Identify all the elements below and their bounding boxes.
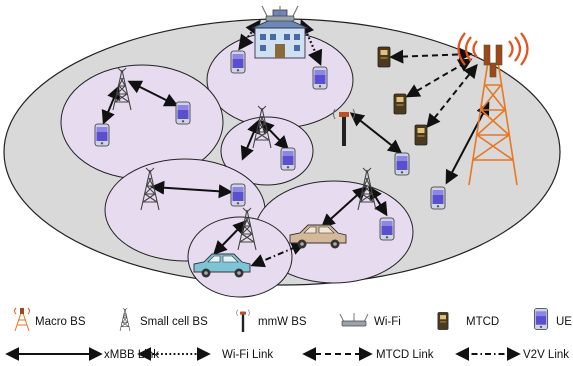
ue-icon	[533, 308, 549, 330]
ue-icon	[230, 183, 246, 207]
legend-macro-bs: Macro BS	[14, 307, 86, 332]
xmbb-links	[101, 80, 490, 256]
mtcd-icon	[414, 124, 428, 146]
legend-label: V2V Link	[523, 349, 569, 361]
ue-icon	[280, 147, 296, 171]
ue-icon	[175, 101, 191, 125]
car-icon	[289, 224, 347, 249]
ue-icon	[94, 123, 110, 147]
ue-icon	[430, 186, 446, 210]
legend-label: Small cell BS	[140, 316, 208, 328]
ue-icon	[230, 50, 246, 74]
small-cell-bs-icon	[119, 307, 131, 332]
ue-icon	[379, 217, 395, 241]
legend-label: Wi-Fi	[374, 316, 401, 328]
wifi-router-icon	[339, 313, 369, 327]
legend-label: mmW BS	[258, 316, 307, 328]
ue-icon	[394, 152, 410, 176]
legend-label: UE	[556, 316, 572, 328]
macro-bs-icon	[457, 32, 529, 186]
building-icon	[251, 9, 309, 59]
legend-mmw-bs: mmW BS	[236, 309, 307, 333]
legend-label: MTCD Link	[376, 349, 434, 361]
legend-devices: Macro BS Small cell BS mmW BS Wi-Fi MTCD…	[14, 307, 572, 333]
car-icon	[193, 253, 251, 278]
legend-label: xMBB Link	[104, 349, 159, 361]
ue-icon	[312, 66, 328, 90]
legend-ue: UE	[533, 308, 572, 330]
small-cell-area	[187, 216, 293, 298]
legend-label: Wi-Fi Link	[222, 349, 273, 361]
mtcd-icon	[393, 93, 407, 115]
legend-small-cell-bs: Small cell BS	[119, 307, 208, 332]
legend-label: Macro BS	[35, 316, 86, 328]
wifi-router-icon	[261, 5, 299, 22]
mmw-bs-icon	[236, 309, 250, 333]
legend-label: MTCD	[466, 316, 499, 328]
macro-bs-icon	[14, 307, 30, 332]
v2v-link	[250, 241, 306, 268]
mtcd-icon	[377, 46, 391, 68]
legend-mtcd: MTCD	[437, 312, 499, 330]
mtcd-icon	[437, 312, 449, 330]
mtcd-links	[389, 47, 478, 129]
legend-wifi: Wi-Fi	[339, 313, 401, 328]
